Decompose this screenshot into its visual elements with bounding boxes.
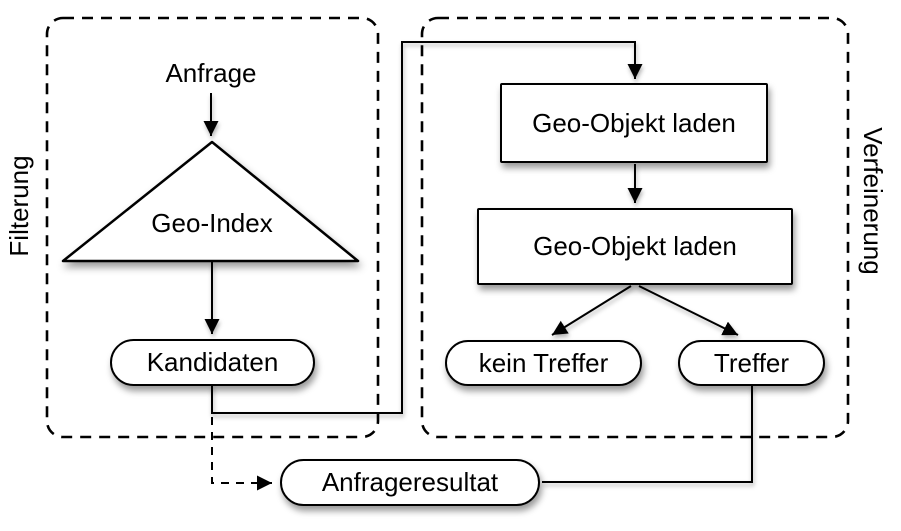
filterung-group-label: Filterung	[4, 155, 34, 257]
geo-index-label: Geo-Index	[151, 208, 273, 238]
geo-index-triangle	[61, 140, 360, 263]
arrow-geoobjekt2-to-keintreffer	[551, 285, 632, 336]
node-geo-objekt-laden-2: Geo-Objekt laden	[477, 208, 793, 285]
arrow-geoobjekt2-to-treffer	[638, 285, 739, 336]
connector-kandidaten-to-geoobjekt1	[211, 41, 643, 414]
node-anfrage: Anfrage	[165, 58, 257, 88]
node-kandidaten: Kandidaten	[110, 339, 315, 386]
node-treffer: Treffer	[678, 340, 825, 386]
verfeinerung-group-label: Verfeinerung	[858, 127, 888, 275]
node-kein-treffer: kein Treffer	[445, 340, 642, 386]
node-anfrageresultat: Anfrageresultat	[280, 459, 540, 506]
dashed-connector-kandidaten-to-anfrageresultat	[211, 417, 272, 491]
filterung-group-border	[45, 16, 380, 439]
connector-treffer-to-anfrageresultat	[542, 384, 753, 483]
verfeinerung-group-border	[420, 16, 850, 439]
node-geo-objekt-laden-1: Geo-Objekt laden	[500, 83, 768, 163]
